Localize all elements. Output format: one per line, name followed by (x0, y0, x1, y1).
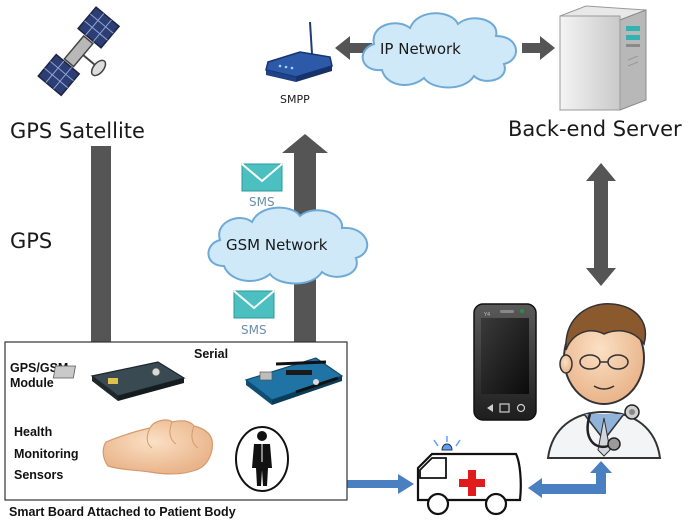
gps-gsm-module-icon (52, 361, 186, 401)
smpp-router-icon (265, 21, 333, 82)
satellite-icon (37, 6, 121, 97)
sms-lower-label: SMS (241, 323, 267, 337)
gps-downlink-arrow (79, 146, 123, 370)
smartphone-icon: Y4 (473, 303, 537, 421)
smpp-ip-arrow (335, 36, 372, 60)
smpp-label: SMPP (280, 93, 310, 106)
ambulance-doctor-arrow (528, 461, 612, 498)
gsm-network-label: GSM Network (226, 236, 328, 254)
svg-text:Y4: Y4 (483, 312, 490, 318)
patient-ambulance-arrow (294, 474, 414, 494)
server-doctor-arrow (586, 163, 616, 286)
gsm-network-cloud (207, 206, 369, 285)
doctor-icon (546, 303, 662, 459)
sensors-label-line1: Health (14, 425, 52, 439)
server-icon (559, 5, 647, 111)
envelope-icon (233, 290, 275, 319)
module-label-line2: Module (10, 376, 54, 390)
gps-satellite-label: GPS Satellite (10, 119, 145, 143)
ip-network-label: IP Network (380, 40, 461, 58)
module-label-line1: GPS/GSM (10, 361, 68, 375)
gps-link-label: GPS (10, 229, 52, 253)
ambulance-icon (416, 436, 522, 516)
sensors-label-line2: Monitoring (14, 447, 79, 461)
back-end-server-label: Back-end Server (508, 117, 682, 141)
patient-icon (235, 426, 289, 492)
ip-server-arrow (522, 36, 555, 60)
envelope-icon (241, 163, 283, 192)
ip-network-cloud (361, 12, 517, 89)
board-caption: Smart Board Attached to Patient Body (9, 505, 236, 519)
arduino-board-icon (244, 357, 344, 405)
sensors-label-line3: Sensors (14, 468, 63, 482)
hand-icon (102, 419, 213, 475)
serial-label: Serial (194, 347, 228, 361)
sms-upper-label: SMS (249, 195, 275, 209)
